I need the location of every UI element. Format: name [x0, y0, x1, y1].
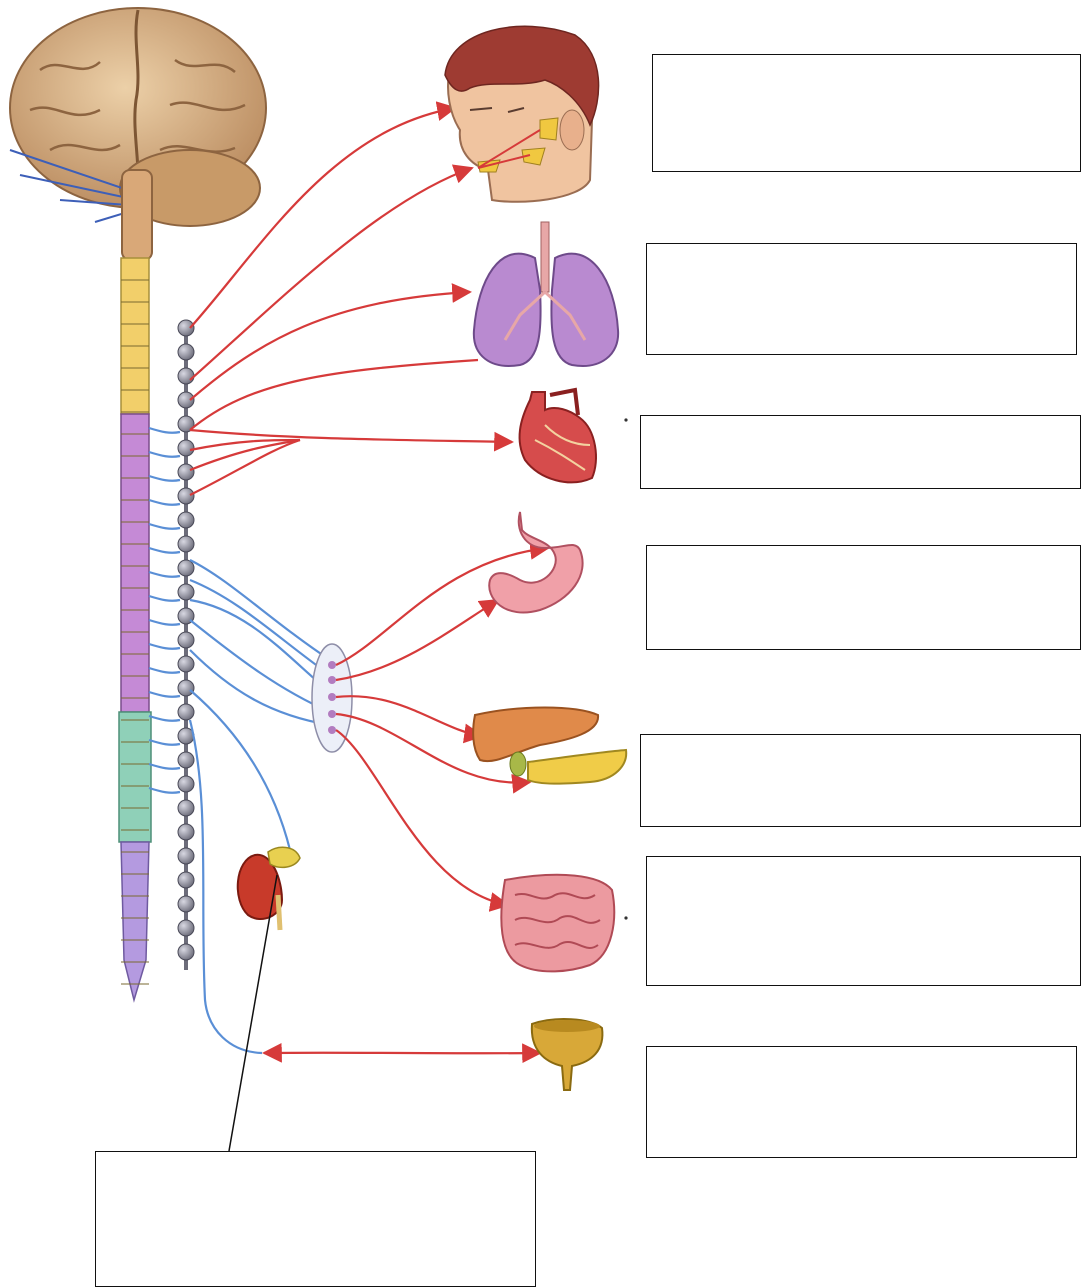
- intestines: [501, 875, 614, 972]
- label-box-intestines[interactable]: [646, 856, 1081, 986]
- chain-ganglion: [178, 896, 194, 912]
- label-box-head[interactable]: [652, 54, 1081, 172]
- sympathetic-chain: [178, 320, 194, 970]
- chain-ganglion: [178, 560, 194, 576]
- chain-ganglion: [178, 488, 194, 504]
- chain-ganglion: [178, 944, 194, 960]
- adrenal-gland: [268, 847, 300, 867]
- label-box-stomach[interactable]: [646, 545, 1081, 650]
- label-box-heart[interactable]: [640, 415, 1081, 489]
- chain-ganglion: [178, 800, 194, 816]
- preganglionic-fibers: [149, 428, 330, 1053]
- chain-ganglion: [178, 440, 194, 456]
- chain-ganglion: [178, 320, 194, 336]
- lungs: [474, 222, 618, 366]
- spinal-sacral: [121, 842, 149, 1000]
- chain-ganglion: [178, 920, 194, 936]
- chain-ganglion: [178, 536, 194, 552]
- chain-ganglion: [178, 464, 194, 480]
- chain-ganglion: [178, 704, 194, 720]
- chain-ganglion: [178, 752, 194, 768]
- ureter: [278, 895, 280, 930]
- label-box-lungs[interactable]: [646, 243, 1077, 355]
- chain-ganglion: [178, 512, 194, 528]
- chain-ganglion: [178, 656, 194, 672]
- heart: [520, 390, 596, 482]
- spinal-cord: [119, 258, 151, 1000]
- head: [445, 26, 599, 201]
- chain-ganglion: [178, 344, 194, 360]
- spinal-cervical: [121, 258, 149, 414]
- chain-ganglion: [178, 824, 194, 840]
- chain-ganglion: [178, 584, 194, 600]
- chain-ganglion: [178, 680, 194, 696]
- label-box-bladder[interactable]: [646, 1046, 1077, 1158]
- chain-ganglion: [178, 368, 194, 384]
- spinal-lumbar: [119, 712, 151, 842]
- label-box-adrenal[interactable]: [95, 1151, 536, 1287]
- spinal-thoracic: [121, 414, 149, 712]
- label-box-liver-pancreas[interactable]: [640, 734, 1081, 827]
- gallbladder: [510, 752, 526, 776]
- chain-ganglion: [178, 776, 194, 792]
- bladder: [532, 1019, 603, 1090]
- chain-ganglion: [178, 632, 194, 648]
- brainstem: [122, 170, 152, 260]
- stomach: [489, 512, 582, 613]
- brain: [10, 8, 266, 260]
- pancreas: [528, 750, 626, 784]
- chain-ganglion: [178, 872, 194, 888]
- chain-ganglion: [178, 848, 194, 864]
